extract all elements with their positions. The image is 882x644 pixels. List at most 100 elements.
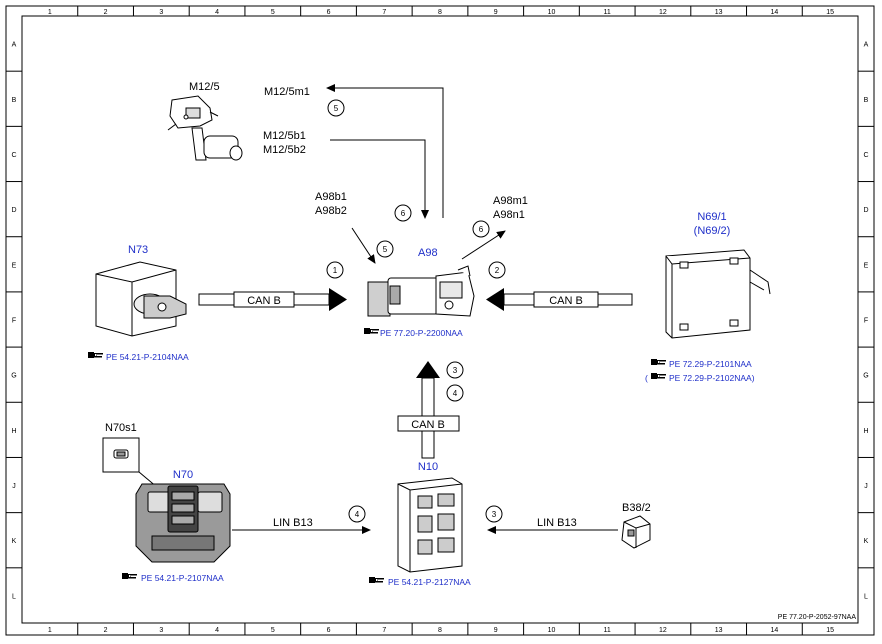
can-b-left-bus [198, 288, 347, 311]
step-circle-4 [446, 384, 464, 402]
label-m12-5m1: M12/5m1 [264, 86, 310, 98]
grid-column-label: 11 [604, 627, 611, 634]
step-circle-4-lin [348, 505, 366, 523]
step-number-6-mid: 6 [401, 209, 406, 218]
label-n69-2: (N69/2) [694, 225, 731, 237]
step-number-3: 3 [453, 366, 458, 375]
grid-column-label: 8 [438, 627, 442, 634]
grid-column-label: 15 [826, 9, 834, 16]
ref-n73: PE 54.21-P-2104NAA [106, 352, 189, 362]
grid-column-label: 9 [494, 9, 498, 16]
grid-row-label: C [11, 152, 16, 159]
grid-row-label: J [12, 483, 16, 490]
step-circle-6-mid [394, 204, 412, 222]
grid-column-label: 2 [104, 627, 108, 634]
ref-n69-2: PE 72.29-P-2102NAA) [669, 373, 755, 383]
grid-column-label: 13 [715, 9, 723, 16]
hand-pointer-icon [88, 352, 103, 358]
grid-column-label: 10 [548, 9, 556, 16]
hand-pointer-icon [369, 577, 384, 583]
b38-2-rain-light-sensor [621, 515, 651, 549]
label-a98b2: A98b2 [315, 205, 347, 217]
grid-row-label: J [864, 483, 868, 490]
label-a98: A98 [418, 247, 438, 259]
grid-column-label: 10 [548, 627, 556, 634]
step-circle-5-top [327, 99, 345, 117]
grid-row-label: F [12, 318, 16, 325]
step-number-5-mid: 5 [383, 245, 388, 254]
grid-row-label: A [12, 42, 17, 49]
grid-row-label: G [11, 373, 16, 380]
grid-row-label: B [864, 97, 869, 104]
label-a98b1: A98b1 [315, 191, 347, 203]
can-b-bottom-bus [397, 361, 460, 459]
grid-column-label: 14 [771, 9, 779, 16]
grid-column-label: 14 [771, 627, 779, 634]
grid-column-label: 7 [382, 627, 386, 634]
n10-sam-control-unit [397, 477, 463, 573]
label-can-b-left: CAN B [247, 295, 281, 307]
ref-n69-1: PE 72.29-P-2101NAA [669, 359, 752, 369]
label-n70s1: N70s1 [105, 422, 137, 434]
label-lin-b13-right: LIN B13 [537, 517, 577, 529]
grid-row-label: E [864, 262, 869, 269]
drawing-frame [5, 5, 875, 636]
grid-row-label: H [863, 428, 868, 435]
grid-column-label: 11 [604, 9, 611, 16]
grid-row-label: D [863, 207, 868, 214]
grid-column-label: 7 [382, 9, 386, 16]
grid-column-label: 15 [826, 627, 834, 634]
n70-overhead-control-panel [135, 483, 231, 563]
grid-row-label: H [11, 428, 16, 435]
step-circle-2 [488, 261, 506, 279]
step-circle-3-lin [485, 505, 503, 523]
label-can-b-bottom: CAN B [411, 419, 445, 431]
hand-pointer-icon [651, 359, 666, 365]
grid-column-label: 4 [215, 9, 219, 16]
grid-row-label: K [12, 538, 17, 545]
grid-column-label: 9 [494, 627, 498, 634]
label-can-b-right: CAN B [549, 295, 583, 307]
step-number-4-lin: 4 [355, 510, 360, 519]
step-number-6-right: 6 [479, 225, 484, 234]
ref-a98: PE 77.20-P-2200NAA [380, 328, 463, 338]
grid-column-label: 5 [271, 9, 275, 16]
grid-column-label: 13 [715, 627, 723, 634]
step-circle-6-right [472, 220, 490, 238]
n69-1-door-module [665, 249, 771, 339]
grid-row-label: A [864, 42, 869, 49]
footer-document-number: PE 77.20-P-2052-97NAA [778, 614, 857, 621]
grid-row-label: G [863, 373, 868, 380]
grid-column-label: 12 [659, 627, 667, 634]
label-lin-b13-left: LIN B13 [273, 517, 313, 529]
label-n69-1: N69/1 [697, 211, 726, 223]
label-n73: N73 [128, 244, 148, 256]
m12-5-motor [167, 95, 243, 161]
step-number-4: 4 [453, 389, 458, 398]
label-b38-2: B38/2 [622, 502, 651, 514]
grid-row-label: C [863, 152, 868, 159]
step-circle-1 [326, 261, 344, 279]
hand-pointer-icon [364, 328, 379, 334]
grid-column-label: 5 [271, 627, 275, 634]
step-number-2: 2 [495, 266, 500, 275]
a98-callout-lines [351, 227, 506, 264]
label-n10: N10 [418, 461, 438, 473]
hand-pointer-icon [651, 373, 666, 379]
grid-column-label: 3 [159, 9, 163, 16]
step-circle-5-mid [376, 240, 394, 258]
grid-row-label: K [864, 538, 869, 545]
grid-row-label: D [11, 207, 16, 214]
label-m12-5: M12/5 [189, 81, 220, 93]
grid-row-label: L [864, 593, 868, 600]
step-number-3-lin: 3 [492, 510, 497, 519]
grid-column-label: 12 [659, 9, 667, 16]
grid-row-label: E [12, 262, 17, 269]
label-a98m1: A98m1 [493, 195, 528, 207]
grid-row-label: B [12, 97, 17, 104]
grid-column-label: 1 [48, 9, 52, 16]
